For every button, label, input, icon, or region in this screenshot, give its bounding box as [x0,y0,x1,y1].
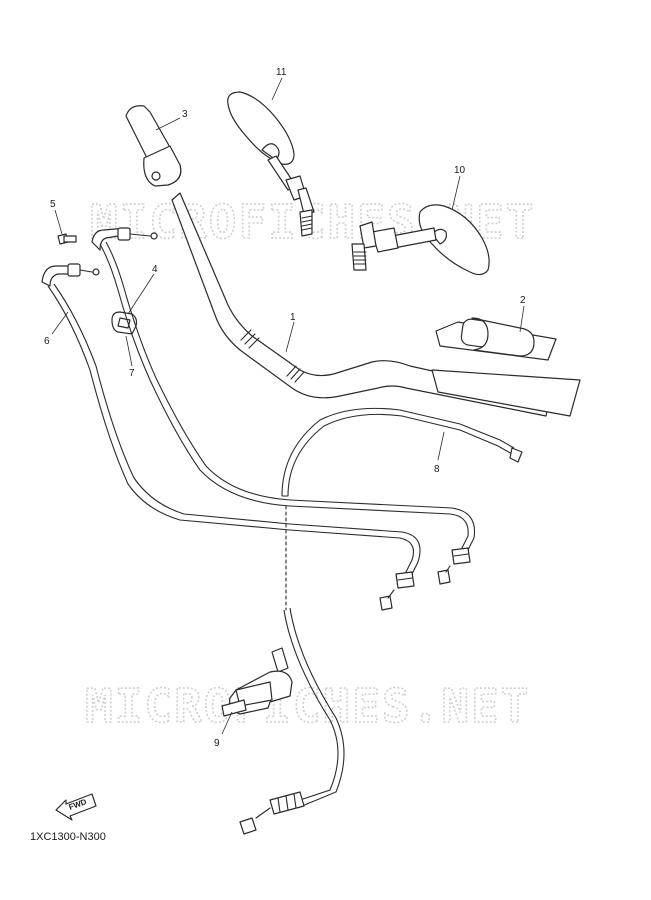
cable-bracket [221,647,293,717]
cable-clamp [111,311,138,335]
mirror-right [351,204,490,276]
callout-10: 10 [454,165,466,176]
callout-2: 2 [520,295,526,306]
right-grip [431,317,581,417]
callout-5: 5 [50,199,56,210]
callout-9: 9 [214,738,220,749]
callout-4: 4 [152,264,158,275]
clutch-cable [239,407,523,835]
callout-11: 11 [276,67,287,78]
watermark-bottom: MICROFICHES.NET [85,679,530,733]
leader-lines [51,77,525,735]
bolt [57,233,77,245]
callout-7: 7 [129,368,135,379]
throttle-cable-6 [47,283,421,611]
callout-8: 8 [434,464,440,475]
left-grip [125,105,182,187]
throttle-cable-4 [99,241,476,585]
callout-3: 3 [182,109,188,120]
fwd-arrow-icon: FWD [55,793,97,821]
mirror-left [227,91,315,237]
callout-6: 6 [44,336,50,347]
figure-code: 1XC1300-N300 [30,831,106,843]
callout-1: 1 [290,312,296,323]
cable-fitting-lower [41,263,100,287]
